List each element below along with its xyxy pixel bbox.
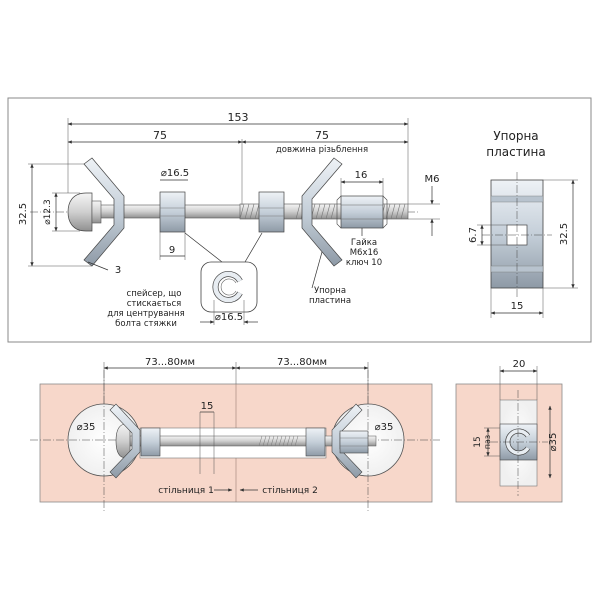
dim-total-label: 153 bbox=[228, 111, 249, 124]
bottom-nut bbox=[339, 430, 369, 454]
plate-width-label: 15 bbox=[511, 301, 524, 312]
right-hole-label: ⌀35 bbox=[375, 422, 394, 433]
side-slot-name: паз bbox=[483, 435, 492, 449]
plate-view bbox=[482, 172, 552, 298]
bottom-left-plate bbox=[109, 403, 141, 479]
bottom-right-plate bbox=[331, 403, 363, 479]
spacer-note-4: болта стяжки bbox=[115, 319, 177, 329]
spacer-leader-left bbox=[184, 232, 223, 263]
plate-hole-label: 6.7 bbox=[468, 227, 479, 243]
side-slot-label: 15 bbox=[473, 436, 483, 447]
spacer-note-1: спейсер, що bbox=[127, 289, 182, 299]
bottom-spacer-left bbox=[140, 427, 161, 457]
dim-right-label: 75 bbox=[315, 129, 329, 142]
height-label: 32.5 bbox=[18, 203, 29, 225]
side-hole-label: ⌀35 bbox=[548, 433, 559, 452]
spacer-c-ring bbox=[212, 271, 243, 303]
nut-label-1: Гайка bbox=[351, 238, 377, 248]
nut-length-label: 16 bbox=[355, 170, 368, 181]
spacer-note-2: стискається bbox=[127, 299, 182, 309]
side-width-label: 20 bbox=[513, 359, 526, 370]
thread-size-label: M6 bbox=[425, 174, 440, 185]
plate-leader bbox=[311, 251, 323, 289]
nut-label-3: ключ 10 bbox=[346, 258, 382, 268]
spacer-width-label: 9 bbox=[169, 245, 175, 256]
spacer-right bbox=[258, 191, 285, 233]
top-2-label: стільниця 2 bbox=[262, 486, 318, 496]
spacer-detail-box bbox=[200, 261, 258, 313]
bolt-head bbox=[67, 192, 93, 232]
plate-view-title-2: пластина bbox=[486, 145, 545, 159]
hex-nut bbox=[336, 195, 388, 229]
plate-thickness-label: 3 bbox=[115, 265, 121, 276]
plate-view-title-1: Упорна bbox=[493, 129, 538, 143]
head-diameter-label: ⌀12.3 bbox=[43, 199, 53, 224]
left-range-label: 73...80мм bbox=[145, 357, 195, 368]
nut-label-2: M6x16 bbox=[350, 248, 379, 258]
plate-height-label: 32.5 bbox=[559, 223, 570, 245]
spacer-diameter-label: ⌀16.5 bbox=[161, 168, 189, 179]
slot-width-label: 15 bbox=[201, 401, 214, 412]
bolt-neck bbox=[91, 200, 102, 224]
spacer-note-3: для центрування bbox=[107, 309, 185, 319]
spacer-left bbox=[159, 191, 186, 233]
dim-left-label: 75 bbox=[153, 129, 167, 142]
spacer-leader-right bbox=[244, 232, 263, 263]
dim-plate-thickness bbox=[87, 261, 109, 271]
right-range-label: 73...80мм bbox=[277, 357, 327, 368]
plate-callout-1: Упорна bbox=[314, 286, 346, 296]
right-thrust-plate bbox=[301, 157, 343, 267]
thread-length-label: довжина різьблення bbox=[276, 145, 368, 155]
plate-callout-2: пластина bbox=[309, 296, 351, 306]
spacer-detail-diameter: ⌀16.5 bbox=[215, 312, 243, 323]
left-hole-label: ⌀35 bbox=[77, 422, 96, 433]
top-1-label: стільниця 1 bbox=[158, 486, 214, 496]
bottom-spacer-right bbox=[305, 427, 326, 457]
